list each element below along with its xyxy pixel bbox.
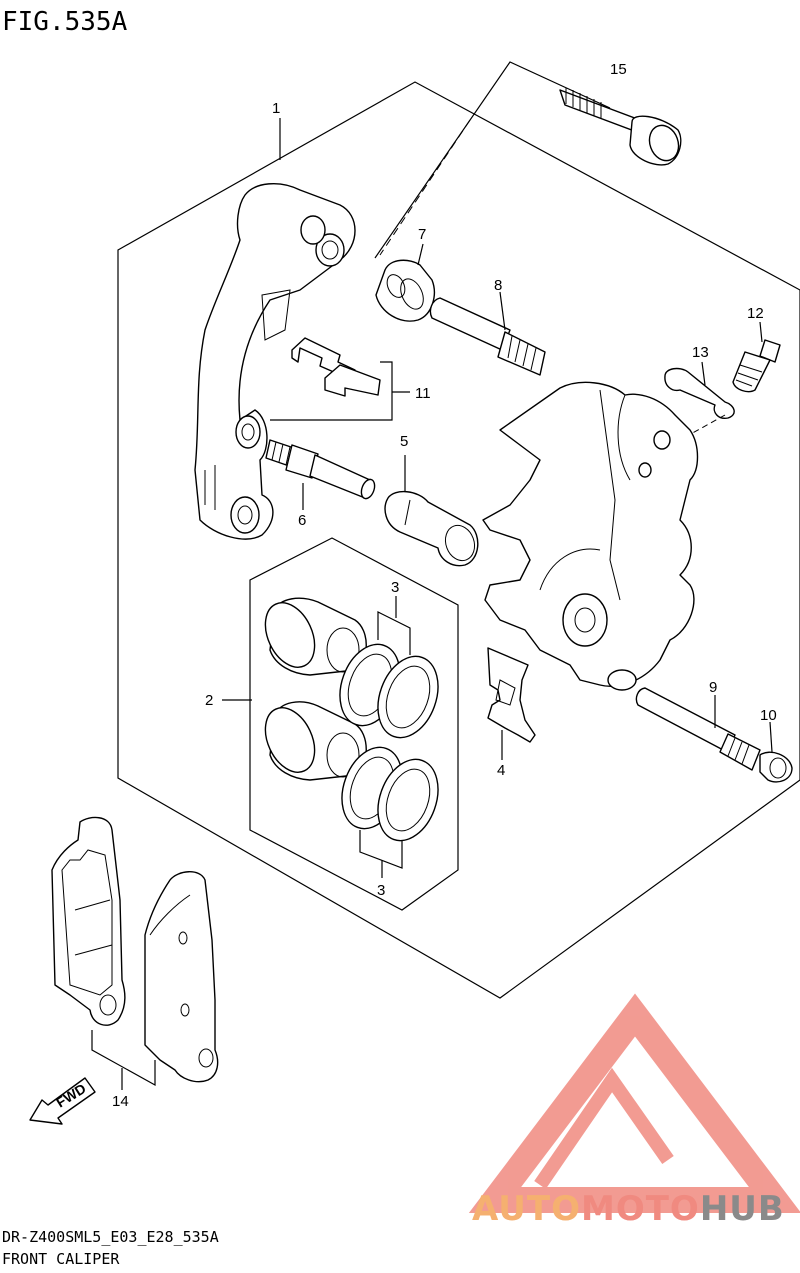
leader-7 xyxy=(417,243,424,266)
pin-8 xyxy=(429,297,546,376)
figure-title: FIG.535A xyxy=(2,7,128,37)
callout-3-top: 3 xyxy=(391,579,399,596)
boot-7 xyxy=(375,259,436,322)
brake-pad-right xyxy=(144,871,219,1083)
bolt-15 xyxy=(559,88,682,166)
model-code: DR-Z400SML5_E03_E28_535A xyxy=(2,1228,219,1246)
bleeder-cap-13 xyxy=(664,367,735,420)
bolt-leader xyxy=(374,61,611,259)
watermark-moto: MOTO xyxy=(581,1189,700,1229)
watermark-auto: AUTO xyxy=(472,1189,581,1229)
callout-2: 2 xyxy=(205,692,213,709)
boot-5 xyxy=(384,491,479,567)
callout-3-bottom: 3 xyxy=(377,882,385,899)
seals-lower xyxy=(341,746,439,842)
leader-14-bracket xyxy=(91,1030,156,1087)
seals-upper xyxy=(339,643,439,739)
callout-6: 6 xyxy=(298,512,306,529)
bleeder-12 xyxy=(732,339,781,393)
brake-pad-left xyxy=(51,816,126,1026)
pad-spring-11 xyxy=(291,337,381,397)
pad-retainer-4 xyxy=(487,647,536,743)
piston-upper xyxy=(264,597,367,676)
piston-lower xyxy=(264,701,367,781)
leader-3-top-bracket xyxy=(377,611,411,655)
cap-10 xyxy=(759,751,793,783)
leader-12 xyxy=(759,321,763,343)
caliper-assembly-outline xyxy=(117,81,800,999)
automotohub-logo xyxy=(468,993,800,1213)
callout-5: 5 xyxy=(400,433,408,450)
watermark-text: AUTOMOTOHUB xyxy=(472,1189,785,1229)
caliper-bracket-1 xyxy=(194,183,356,540)
callout-12: 12 xyxy=(747,305,764,322)
forward-arrow-icon: FWD xyxy=(29,1077,96,1125)
leader-10 xyxy=(769,721,773,753)
callout-8: 8 xyxy=(494,277,502,294)
leader-13 xyxy=(701,361,706,386)
figure-subtitle: FRONT CALIPER xyxy=(2,1250,120,1268)
watermark-hub: HUB xyxy=(700,1189,785,1229)
pin-9 xyxy=(635,687,761,771)
leader-11-bracket xyxy=(270,361,393,421)
bolt-axis xyxy=(379,119,471,256)
callout-11: 11 xyxy=(415,385,431,402)
callout-15: 15 xyxy=(610,61,627,78)
piston-set-outline xyxy=(249,537,459,911)
callout-1: 1 xyxy=(272,100,280,117)
callout-13: 13 xyxy=(692,344,709,361)
callout-10: 10 xyxy=(760,707,777,724)
leader-8 xyxy=(499,291,506,331)
leader-3-bottom-bracket xyxy=(359,830,403,869)
pin-6 xyxy=(265,439,376,500)
caliper-body xyxy=(482,381,699,691)
callout-4: 4 xyxy=(497,762,505,779)
callout-14: 14 xyxy=(112,1093,129,1110)
callout-7: 7 xyxy=(418,226,426,243)
callout-9: 9 xyxy=(709,679,717,696)
